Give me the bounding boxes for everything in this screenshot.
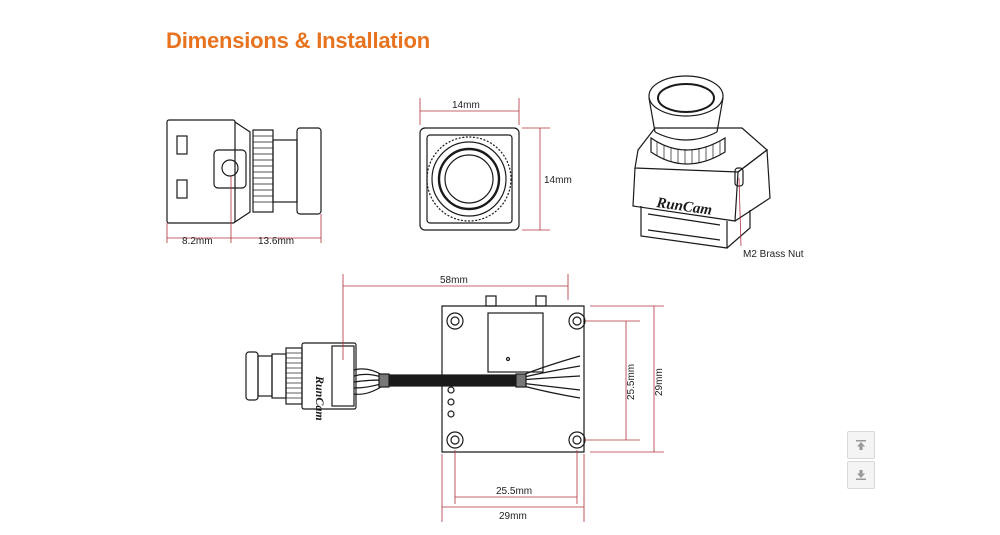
board-width-dimension-label: 29mm [499, 511, 527, 522]
isometric-view-drawing [632, 75, 771, 249]
side-view-dimensions [166, 176, 322, 243]
cable-length-dimension-label: 58mm [440, 275, 468, 286]
side-left-dimension-label: 8.2mm [182, 236, 213, 247]
nut-leader-line [738, 177, 742, 247]
m2-brass-nut-label: M2 Brass Nut [743, 249, 804, 260]
hole-height-dimension-label: 25.5mm [626, 364, 637, 400]
arrow-down-icon [856, 470, 866, 480]
bottom-brand-logo: RunCam [313, 375, 327, 421]
page-title: Dimensions & Installation [166, 28, 430, 53]
pcb-board-drawing [441, 295, 586, 453]
front-width-dimension-label: 14mm [452, 100, 480, 111]
isometric-brand-logo: RunCam [654, 195, 713, 219]
arrow-up-icon [856, 440, 866, 450]
front-view-drawing [419, 127, 520, 231]
side-right-dimension-label: 13.6mm [258, 236, 294, 247]
side-view-drawing [166, 119, 322, 224]
camera-with-cable-drawing [245, 342, 581, 410]
board-height-dimension-label: 29mm [654, 368, 665, 396]
hole-width-dimension-label: 25.5mm [496, 486, 532, 497]
bottom-view-dimensions [342, 274, 664, 522]
scroll-down-button[interactable] [847, 461, 875, 489]
front-height-dimension-label: 14mm [544, 175, 572, 186]
scroll-up-button[interactable] [847, 431, 875, 459]
front-view-dimensions [419, 98, 550, 231]
